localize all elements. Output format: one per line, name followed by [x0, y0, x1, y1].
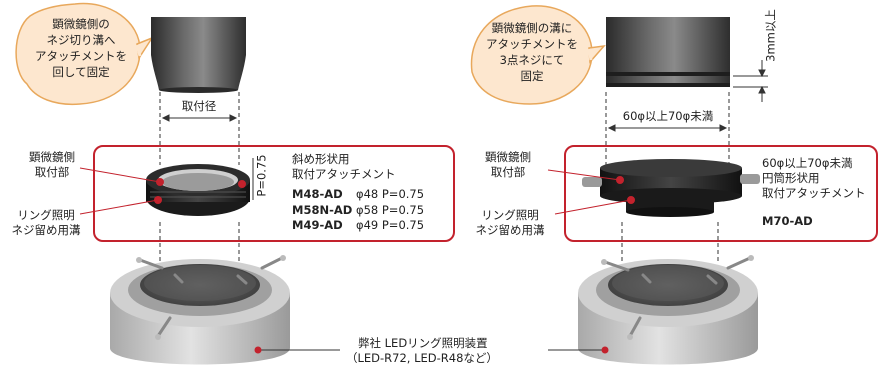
model-spec: φ49 P=0.75 [356, 218, 425, 232]
right-height-dimension [733, 60, 768, 102]
left-description: 斜め形状用 取付アタッチメント [292, 152, 396, 182]
right-dimension-label: 60φ以上70φ未満 [612, 109, 724, 124]
right-groove-label-line-1: リング照明 [481, 208, 539, 222]
right-groove-label-line-2: ネジ留め用溝 [475, 223, 545, 237]
right-model-name: M70-AD [762, 214, 813, 228]
right-desc-line-2: 円筒形状用 [762, 171, 820, 185]
left-led-ring-base [110, 255, 290, 365]
led-ring-label-line-2: （LED-R72, LED-R48など） [346, 351, 498, 365]
left-microscope-tube [151, 17, 246, 93]
right-bubble-line-3: 3点ネジにて [499, 53, 565, 67]
right-callout-lines [547, 169, 635, 215]
model-name: M49-AD [292, 218, 343, 232]
model-name: M58N-AD [292, 202, 353, 217]
right-bubble-line-2: アタッチメントを [486, 37, 578, 51]
right-height-label: 3mm以上 [763, 9, 778, 62]
left-groove-label-line-2: ネジ留め用溝 [11, 223, 81, 237]
model-name: M48-AD [292, 187, 343, 201]
right-mount-label: 顕微鏡側 取付部 [476, 150, 540, 180]
pitch-label: P=0.75 [254, 154, 269, 197]
right-attachment-ring [582, 159, 760, 217]
left-dimension-label: 取付径 [176, 99, 222, 114]
left-bubble-line-1: 顕微鏡側の [52, 17, 110, 31]
led-ring-label: 弊社 LEDリング照明装置 （LED-R72, LED-R48など） [346, 336, 546, 366]
right-desc-line-1: 60φ以上70φ未満 [762, 156, 853, 170]
left-groove-label-line-1: リング照明 [17, 208, 75, 222]
right-mount-label-line-2: 取付部 [490, 165, 526, 179]
left-bubble-line-2: ネジ切り溝へ [46, 33, 116, 47]
model-row: M48-AD φ48 P=0.75 [292, 187, 424, 203]
right-bubble-line-1: 顕微鏡側の溝に [491, 21, 573, 35]
left-desc-line-1: 斜め形状用 [292, 152, 350, 166]
right-groove-label: リング照明 ネジ留め用溝 [468, 208, 552, 238]
led-ring-label-line-1: 弊社 LEDリング照明装置 [358, 336, 488, 350]
left-desc-line-2: 取付アタッチメント [292, 167, 396, 181]
left-attachment-frame [93, 145, 455, 242]
right-mount-label-line-1: 顕微鏡側 [485, 150, 531, 164]
right-microscope-tube [606, 17, 730, 87]
right-dimension-lines [605, 92, 730, 165]
right-attachment-frame [564, 145, 878, 242]
right-speech-bubble [470, 5, 606, 105]
right-desc-line-3: 取付アタッチメント [762, 186, 866, 200]
left-bubble-line-3: アタッチメントを [35, 49, 127, 63]
left-attachment-ring [146, 164, 250, 216]
bottom-callout-lines [254, 346, 609, 354]
left-mount-label: 顕微鏡側 取付部 [20, 150, 84, 180]
left-bubble-line-4: 回して固定 [52, 65, 110, 79]
right-description: 60φ以上70φ未満 円筒形状用 取付アタッチメント [762, 156, 866, 201]
model-spec: φ48 P=0.75 [356, 187, 425, 201]
left-speech-bubble [15, 2, 154, 106]
model-spec: φ58 P=0.75 [356, 202, 425, 217]
left-mount-label-line-1: 顕微鏡側 [29, 150, 75, 164]
model-row: M49-AD φ49 P=0.75 [292, 218, 424, 234]
right-bubble-line-4: 固定 [520, 69, 544, 83]
left-dimension-lines [159, 92, 240, 165]
left-bubble-text: 顕微鏡側の ネジ切り溝へ アタッチメントを 回して固定 [22, 16, 140, 80]
left-mount-label-line-2: 取付部 [34, 165, 70, 179]
left-groove-label: リング照明 ネジ留め用溝 [4, 208, 88, 238]
right-bubble-text: 顕微鏡側の溝に アタッチメントを 3点ネジにて 固定 [472, 20, 592, 84]
right-led-ring-base [578, 255, 758, 365]
